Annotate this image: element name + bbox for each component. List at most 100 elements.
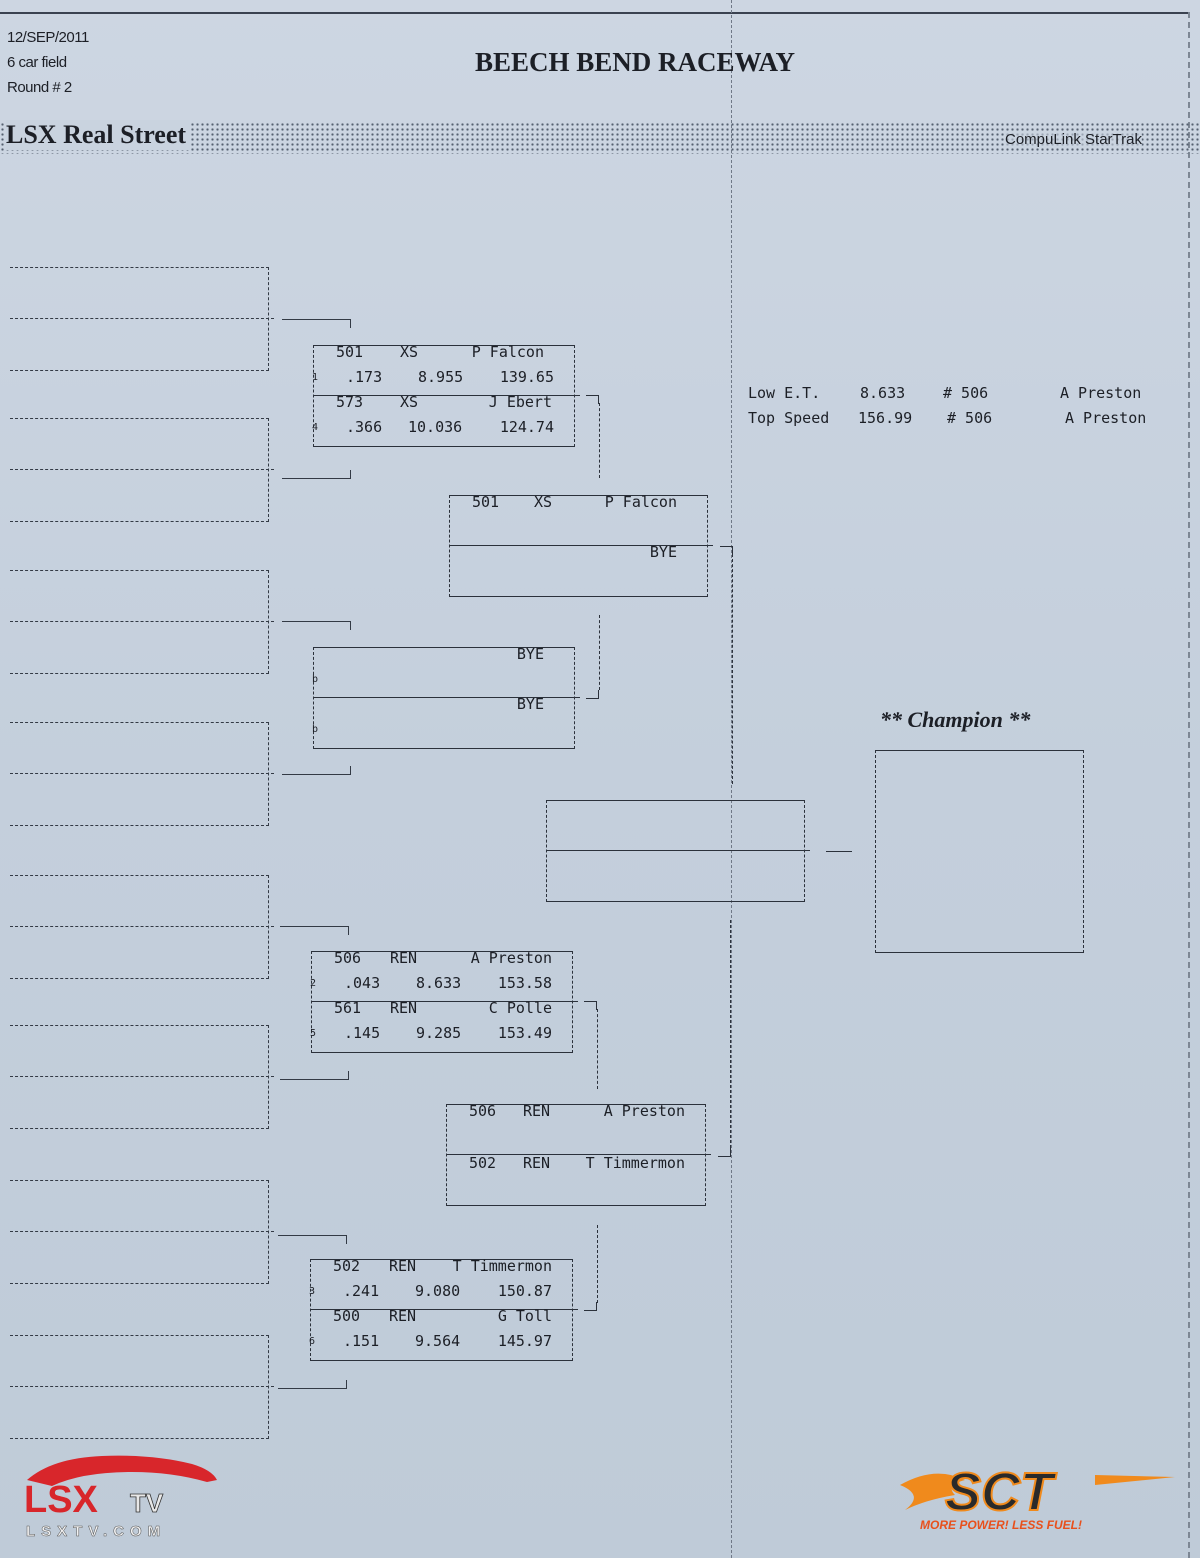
car-class: REN bbox=[523, 1102, 551, 1120]
low-et-driver: A Preston bbox=[1060, 384, 1142, 402]
driver-name: P Falcon bbox=[471, 343, 544, 361]
driver-name: A Preston bbox=[603, 1102, 685, 1120]
connector bbox=[718, 1148, 731, 1157]
divider bbox=[314, 697, 580, 698]
driver-name: T Timmermon bbox=[585, 1154, 685, 1172]
timing-system: CompuLink StarTrak bbox=[1005, 131, 1142, 148]
connector bbox=[599, 403, 600, 478]
connector bbox=[826, 851, 852, 852]
connector bbox=[730, 920, 731, 1148]
car-number: 501 bbox=[472, 493, 500, 511]
lsxtv-logo: LSX TV LSXTV.COM bbox=[24, 1455, 217, 1540]
divider bbox=[314, 395, 580, 396]
empty-slot-box bbox=[10, 1025, 274, 1129]
driver-name: G Toll bbox=[497, 1307, 552, 1325]
connector bbox=[597, 1009, 598, 1089]
speed: 124.74 bbox=[499, 418, 554, 436]
driver-name: BYE bbox=[649, 543, 677, 561]
connector bbox=[597, 1225, 598, 1303]
connector bbox=[282, 766, 351, 775]
car-number: 506 bbox=[334, 949, 362, 967]
lane: b bbox=[312, 724, 319, 735]
connector bbox=[280, 1071, 349, 1080]
driver-name: A Preston bbox=[470, 949, 552, 967]
empty-slot-box bbox=[10, 1335, 274, 1439]
connector bbox=[278, 1235, 347, 1244]
svg-text:LSXTV.COM: LSXTV.COM bbox=[26, 1523, 166, 1540]
divider bbox=[547, 850, 810, 851]
reaction-time: .241 bbox=[343, 1282, 380, 1300]
driver-name: T Timmermon bbox=[452, 1257, 552, 1275]
champion-box bbox=[875, 750, 1084, 953]
lane: 1 bbox=[312, 372, 319, 383]
champion-label: ** Champion ** bbox=[880, 707, 1031, 732]
reaction-time: .366 bbox=[346, 418, 383, 436]
lane: 5 bbox=[310, 1028, 317, 1039]
final-match bbox=[546, 800, 810, 902]
fold-line bbox=[731, 0, 732, 1558]
connector bbox=[278, 1380, 347, 1389]
low-et-label: Low E.T. bbox=[748, 384, 821, 402]
connector bbox=[280, 926, 349, 935]
connector bbox=[282, 319, 351, 328]
speed: 145.97 bbox=[497, 1332, 552, 1350]
elapsed-time: 8.633 bbox=[416, 974, 462, 992]
car-class: REN bbox=[389, 1307, 417, 1325]
elapsed-time: 8.955 bbox=[418, 368, 464, 386]
top-speed-value: 156.99 bbox=[858, 409, 913, 427]
svg-text:SCT: SCT bbox=[945, 1462, 1057, 1522]
car-class: REN bbox=[389, 1257, 417, 1275]
empty-slot-box bbox=[10, 570, 274, 674]
connector bbox=[584, 1302, 597, 1311]
lane: 4 bbox=[312, 422, 319, 433]
car-number: 500 bbox=[333, 1307, 361, 1325]
top-border bbox=[0, 12, 1190, 14]
sct-logo: SCT MORE POWER! LESS FUEL! bbox=[900, 1461, 1175, 1532]
divider bbox=[311, 1309, 578, 1310]
car-class: XS bbox=[400, 393, 419, 411]
svg-text:LSX: LSX bbox=[24, 1479, 99, 1521]
low-et-value: 8.633 bbox=[860, 384, 906, 402]
low-et-car: # 506 bbox=[943, 384, 989, 402]
car-number: 502 bbox=[333, 1257, 361, 1275]
empty-slot-box bbox=[10, 722, 274, 826]
right-border bbox=[1188, 12, 1190, 1558]
car-class: REN bbox=[390, 949, 418, 967]
car-number: 561 bbox=[334, 999, 362, 1017]
driver-name: BYE bbox=[516, 645, 544, 663]
connector bbox=[586, 690, 599, 699]
reaction-time: .145 bbox=[344, 1024, 381, 1042]
driver-name: J Ebert bbox=[488, 393, 552, 411]
round-number: Round # 2 bbox=[7, 79, 72, 96]
elapsed-time: 9.564 bbox=[415, 1332, 461, 1350]
divider bbox=[447, 1154, 711, 1155]
car-class: XS bbox=[400, 343, 419, 361]
connector bbox=[282, 470, 351, 479]
elapsed-time: 9.285 bbox=[416, 1024, 462, 1042]
driver-name: P Falcon bbox=[604, 493, 677, 511]
connector bbox=[732, 554, 733, 784]
lane: 3 bbox=[309, 1286, 316, 1297]
round1-match-2: BYE b BYE b bbox=[312, 645, 580, 749]
top-speed-label: Top Speed bbox=[748, 409, 830, 427]
reaction-time: .173 bbox=[346, 368, 383, 386]
car-number: 506 bbox=[469, 1102, 497, 1120]
elapsed-time: 9.080 bbox=[415, 1282, 461, 1300]
empty-slot-box bbox=[10, 267, 274, 371]
connector bbox=[586, 395, 599, 404]
empty-slot-box bbox=[10, 875, 274, 979]
lane: 2 bbox=[310, 978, 317, 989]
connector bbox=[720, 546, 733, 555]
driver-name: C Polle bbox=[488, 999, 552, 1017]
elapsed-time: 10.036 bbox=[408, 418, 463, 436]
car-number: 573 bbox=[336, 393, 364, 411]
lane: b bbox=[312, 674, 319, 685]
divider bbox=[450, 545, 713, 546]
class-name: LSX Real Street bbox=[6, 120, 191, 150]
speed: 139.65 bbox=[499, 368, 554, 386]
